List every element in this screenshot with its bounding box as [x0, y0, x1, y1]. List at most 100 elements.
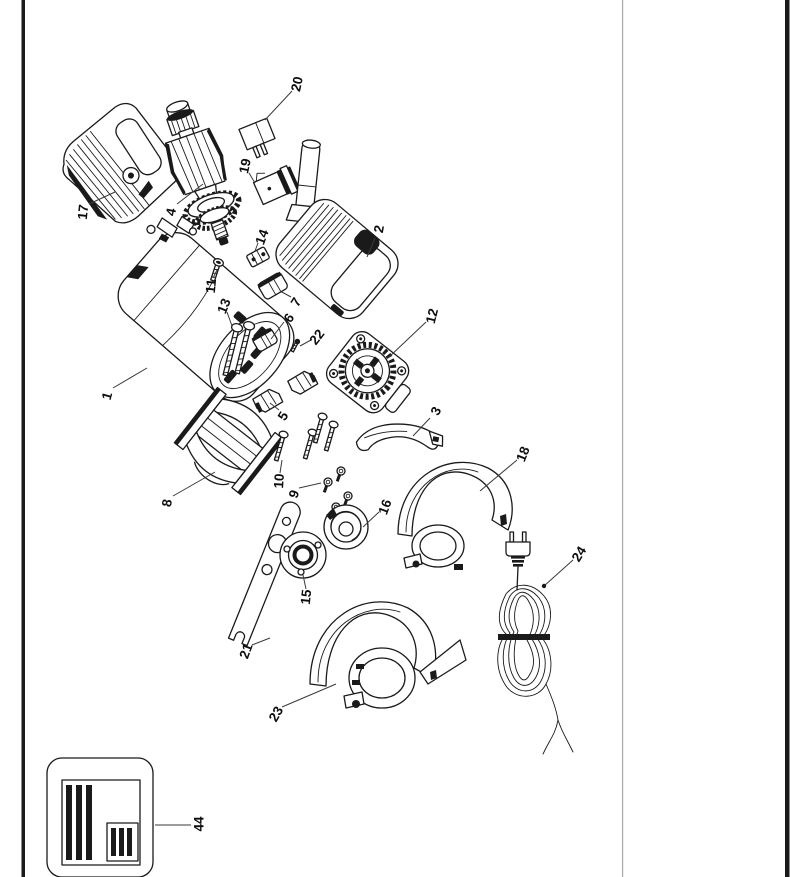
- part-15-outer-flange: [279, 531, 327, 579]
- pivot-dot: [267, 186, 272, 191]
- part-label-20: 20: [288, 75, 306, 93]
- leader-line-24: [543, 559, 574, 587]
- leader-line-21: [251, 637, 271, 646]
- dome-line: [405, 468, 479, 533]
- socket-hole: [127, 172, 134, 179]
- coil-bottom: [186, 431, 247, 484]
- bolt: [335, 466, 346, 482]
- part-label-11: 11: [203, 278, 219, 294]
- base-slot: [330, 304, 344, 317]
- bar: [86, 785, 92, 860]
- part-label-22: 22: [306, 326, 327, 347]
- dome-line: [317, 608, 401, 683]
- spoke: [353, 376, 365, 387]
- prong: [521, 531, 527, 543]
- slot: [240, 360, 254, 374]
- part-44-nameplate: [46, 757, 154, 877]
- right-border-line: [785, 0, 790, 877]
- dome: [397, 461, 513, 537]
- head: [317, 412, 328, 421]
- leader-line-1: [112, 367, 148, 389]
- part-label-7: 7: [288, 295, 305, 309]
- part-13-screws: [222, 320, 256, 377]
- commutator-edge: [166, 109, 194, 121]
- part-9-bolts: [322, 466, 353, 518]
- leader-line-23: [281, 683, 337, 708]
- commutator-bars: [171, 114, 196, 134]
- prong-left: [252, 145, 261, 159]
- core: [194, 409, 264, 473]
- slot: [215, 260, 221, 264]
- label-field: [61, 779, 141, 866]
- badge: [233, 311, 247, 324]
- right-plate-edge: [237, 436, 284, 495]
- knurl: [250, 249, 264, 266]
- leader-line-18: [479, 459, 518, 492]
- part-19-brush-holder: [252, 165, 300, 206]
- head: [343, 491, 353, 501]
- part-label-10: 10: [271, 473, 287, 489]
- bearing-cap-top: [166, 100, 189, 113]
- leader-line-7: [279, 290, 292, 298]
- part-label-8: 8: [159, 498, 175, 508]
- tail: [545, 683, 559, 721]
- pin-hole: [314, 541, 322, 549]
- part-label-18: 18: [513, 444, 533, 464]
- outer-ring: [279, 531, 327, 579]
- part-18-wheel-guard: [397, 461, 513, 570]
- pinion-face: [199, 207, 230, 224]
- screw: [323, 420, 339, 452]
- sub-bar: [111, 828, 116, 856]
- part-14-terminal: [246, 246, 270, 268]
- pin: [146, 224, 156, 235]
- part-label-23: 23: [266, 703, 287, 724]
- part-label-14: 14: [252, 227, 271, 247]
- core: [164, 127, 226, 196]
- edge: [308, 372, 317, 383]
- mid-hole: [261, 563, 273, 576]
- slot: [223, 369, 237, 384]
- detail: [260, 389, 277, 410]
- housing-body: [275, 198, 399, 320]
- lock-lever: [156, 217, 178, 238]
- head: [336, 466, 346, 476]
- leader-line-9: [298, 482, 322, 489]
- leader-line-16: [362, 511, 380, 528]
- part-label-44: 44: [192, 816, 207, 832]
- edge: [254, 402, 263, 413]
- bore: [338, 521, 354, 537]
- sub-bar: [127, 828, 132, 856]
- spring-clip: [255, 172, 266, 182]
- cap-band: [276, 169, 292, 195]
- threads: [324, 432, 334, 448]
- collar-slot: [352, 680, 360, 685]
- bar: [66, 785, 72, 860]
- screw: [312, 412, 328, 444]
- part-label-19: 19: [236, 157, 254, 175]
- ridge: [364, 430, 408, 439]
- cap-edge: [287, 166, 300, 190]
- side-window: [115, 118, 162, 176]
- part-8-field-stator: [173, 386, 285, 496]
- bolt: [322, 477, 333, 493]
- part-3-brush-cover: [355, 423, 444, 452]
- leader-line-10: [279, 459, 283, 474]
- pin2: [188, 227, 198, 236]
- spindle-threads: [212, 222, 228, 240]
- edge-slot: [500, 514, 507, 526]
- hank-strand: [508, 591, 540, 686]
- left-plate-edge: [174, 387, 221, 446]
- spiral: [330, 510, 362, 541]
- rib: [512, 560, 524, 563]
- threads: [313, 424, 323, 440]
- small-hole: [281, 516, 292, 527]
- leader-dot-24: [541, 583, 547, 589]
- leader-line-8: [172, 471, 216, 497]
- sub-bar: [119, 828, 124, 856]
- leader-line-19: [248, 172, 256, 184]
- prong: [509, 531, 515, 543]
- hole-pin: [359, 337, 363, 341]
- fan-spokes: [352, 356, 382, 387]
- plug-body: [505, 541, 531, 557]
